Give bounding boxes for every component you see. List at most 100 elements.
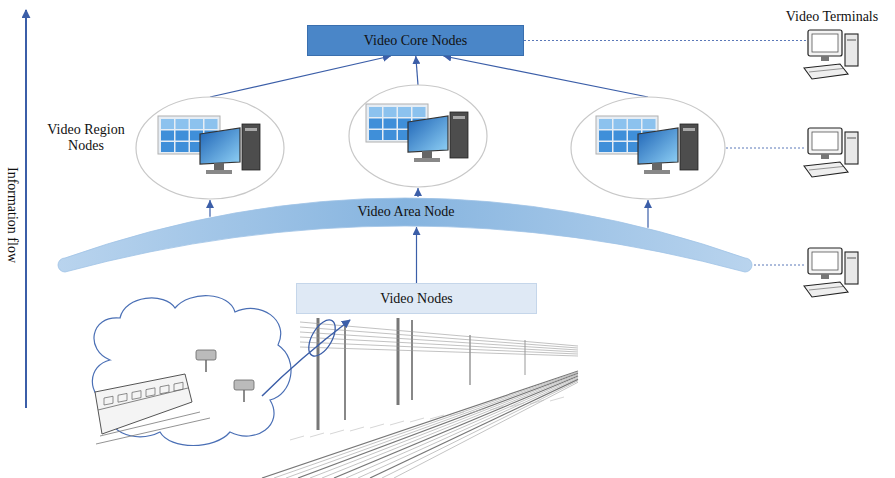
terminal-icon	[800, 28, 864, 84]
wireless-link	[262, 320, 350, 396]
monitor-base	[644, 170, 670, 174]
drive-slot	[847, 138, 856, 139]
track-line	[298, 373, 578, 478]
hatch-stroke	[430, 415, 444, 419]
hatch-stroke	[550, 397, 564, 401]
monitor-stand	[821, 56, 829, 61]
track-line	[358, 378, 578, 478]
axis-label: Information flow	[4, 167, 20, 263]
area-band: Video Area Node	[60, 192, 752, 276]
monitor	[808, 248, 842, 274]
drive-bay	[245, 128, 257, 131]
region-ellipse	[349, 85, 487, 187]
wall-cell	[161, 119, 174, 129]
hatch-stroke	[450, 412, 464, 416]
flow-arrow	[209, 200, 210, 217]
pc-tower	[845, 252, 858, 284]
keyboard	[804, 162, 848, 177]
region-ellipse	[570, 96, 726, 200]
dotted-link	[754, 265, 806, 266]
pole	[469, 335, 471, 385]
server-icon	[596, 116, 698, 174]
monitor-base	[206, 170, 232, 174]
camera-mount	[243, 390, 245, 402]
terminal-icon: Video Terminals	[800, 28, 864, 84]
camera-body	[196, 350, 216, 360]
hatch-stroke	[390, 421, 404, 425]
hatch-stroke	[350, 427, 364, 431]
flow-arrow	[417, 188, 418, 197]
wall-cell	[369, 107, 382, 117]
key-row	[809, 287, 843, 291]
train-window	[132, 391, 141, 400]
monitor-stand	[821, 274, 829, 279]
terminal-icon	[800, 246, 864, 302]
computer-icon	[804, 248, 858, 297]
region-ellipse	[348, 84, 488, 188]
pole	[397, 318, 400, 405]
computer-icon	[804, 30, 858, 79]
rail-line	[96, 418, 210, 444]
server-tower	[242, 124, 260, 170]
wall-cell	[384, 130, 397, 140]
flow-arrow	[443, 56, 648, 97]
drive-slot	[847, 40, 856, 41]
monitor-stand	[652, 163, 662, 171]
wall-cell	[190, 119, 203, 129]
keyboard	[804, 282, 848, 297]
wall-cell	[614, 119, 627, 129]
catenary-wire	[300, 347, 578, 356]
wall-cell	[384, 107, 397, 117]
monitor	[808, 128, 842, 154]
track-line	[394, 382, 578, 478]
wall-cell	[599, 131, 612, 141]
wall-cell	[643, 119, 656, 129]
hatch-stroke	[470, 409, 484, 413]
node-label: Video Area Node	[60, 204, 752, 220]
area-band	[58, 198, 752, 272]
server-tower	[680, 124, 698, 170]
node-box: Video Nodes	[296, 283, 537, 314]
monitor	[408, 116, 448, 152]
screen	[812, 34, 838, 52]
train-window	[160, 385, 169, 394]
monitor-stand	[214, 163, 224, 171]
catenary-wire	[300, 332, 578, 350]
monitor-stand	[821, 154, 829, 159]
drive-slot	[847, 258, 856, 259]
wall-cell	[369, 119, 382, 129]
key-row	[809, 167, 843, 171]
wall-cell	[599, 119, 612, 129]
wall-cell	[161, 142, 174, 152]
hatch-stroke	[370, 424, 384, 428]
core-box: Video Core Nodes	[307, 25, 524, 56]
server-icon	[366, 104, 468, 162]
terminal-icon	[800, 126, 864, 182]
dotted-link	[524, 40, 806, 41]
catenary-wire	[300, 337, 578, 352]
wall-cell	[176, 119, 189, 129]
wall-cell	[614, 142, 627, 152]
track-line	[322, 375, 578, 478]
train-sketch	[95, 374, 210, 444]
train-window	[174, 382, 183, 391]
train-line	[98, 388, 188, 410]
monitor	[638, 128, 678, 164]
pole	[344, 322, 346, 420]
track-line	[310, 374, 578, 478]
camera-mount	[205, 360, 207, 372]
region-ellipse	[136, 97, 284, 199]
hatch-stroke	[310, 433, 324, 437]
screen	[812, 252, 838, 270]
wall-cell	[628, 119, 641, 129]
terminal-icon	[800, 126, 864, 182]
monitor-base	[414, 158, 440, 162]
wall-cell	[398, 107, 411, 117]
region-heading: Video Region Nodes	[39, 122, 133, 154]
camera-symbol	[234, 380, 254, 402]
track-line	[262, 371, 578, 478]
server-tower	[450, 112, 468, 158]
pole	[524, 340, 525, 375]
computer-icon	[804, 128, 858, 177]
region-ellipse	[571, 97, 725, 199]
